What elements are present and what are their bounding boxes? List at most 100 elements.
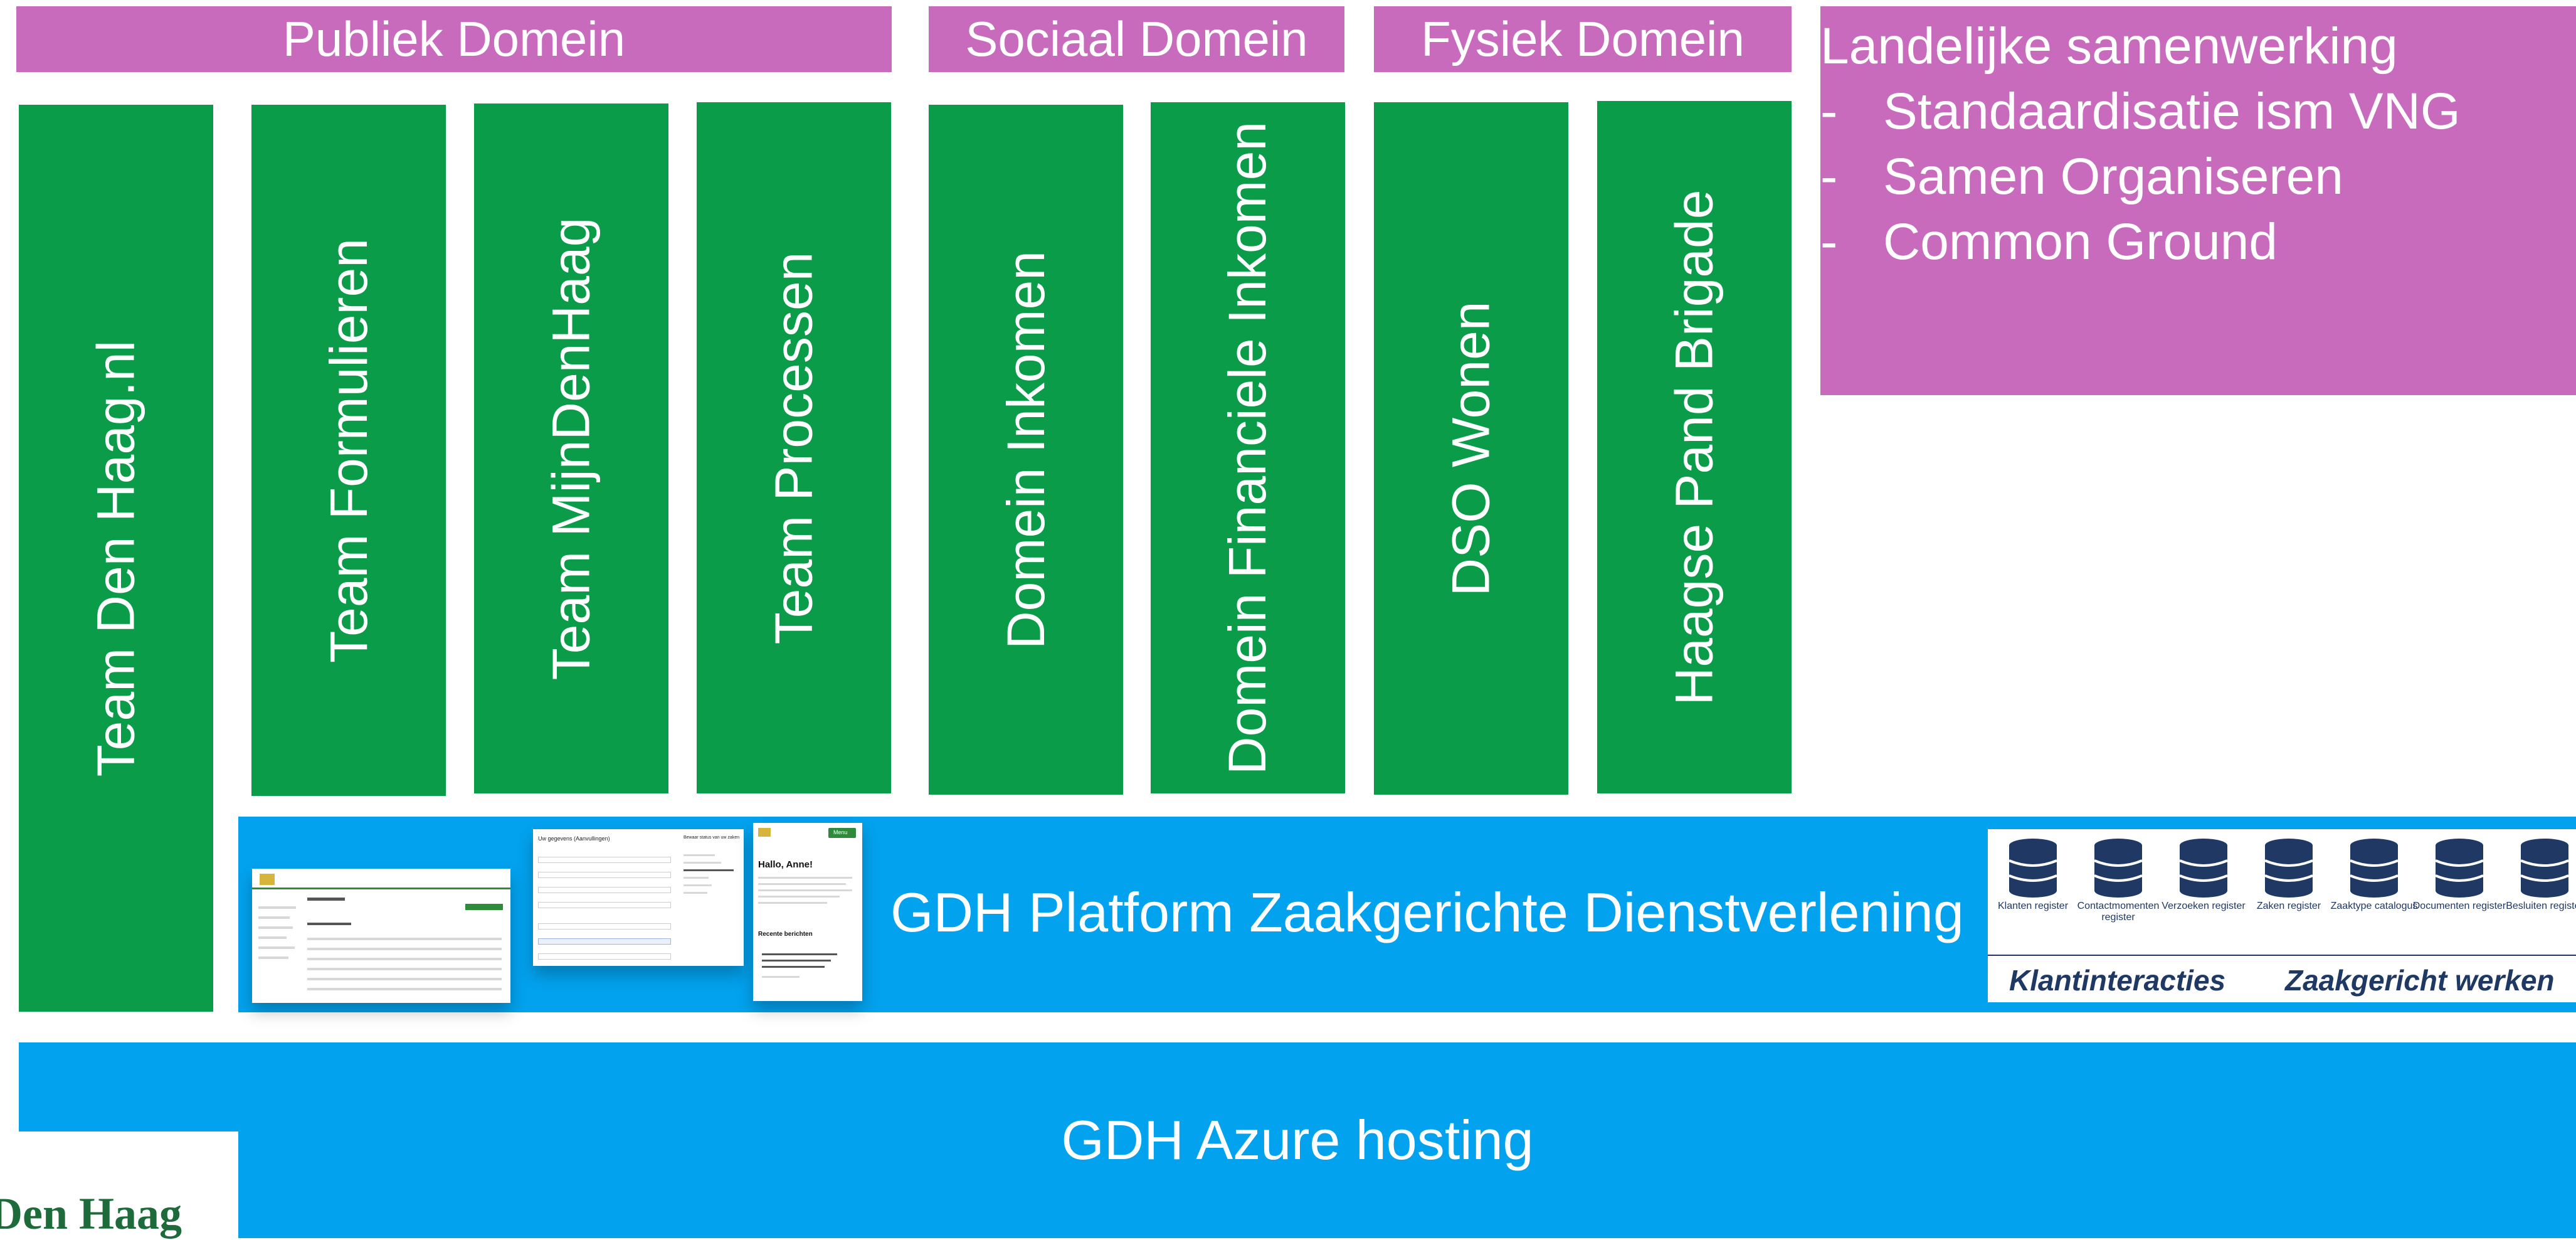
mini-side-item (684, 869, 734, 871)
mini-text-line (758, 902, 827, 904)
mini-message-line (762, 960, 831, 962)
register-label: Zaken register (2256, 901, 2321, 911)
team-column-label: Haagse Pand Brigade (1664, 189, 1724, 705)
team-column-label: Team Den Haag.nl (86, 340, 145, 776)
register-divider (1988, 955, 2576, 956)
team-column-label: Team Processen (764, 252, 823, 644)
mini-sidebar-line (258, 946, 295, 949)
platform-screenshot-dashboard (252, 869, 510, 1003)
mini-table-row (307, 968, 502, 970)
registers-panel: Klanten register Contactmomenten register… (1988, 829, 2576, 1002)
mini-text-line (758, 896, 840, 898)
mini-form-field (538, 902, 671, 908)
mini-table-row (307, 938, 502, 940)
team-column-processen: Team Processen (697, 102, 891, 793)
database-icon (2008, 838, 2058, 898)
database-icon (2520, 838, 2570, 898)
mini-sidebar-line (258, 906, 296, 909)
list-item-label: Samen Organiseren (1883, 148, 2343, 205)
domain-header-fysiek-label: Fysiek Domein (1421, 11, 1745, 66)
mini-menu-button (828, 828, 856, 838)
mini-title-line (307, 898, 345, 901)
mini-message-line (762, 976, 800, 978)
list-item: -Common Ground (1820, 209, 2576, 275)
mini-text-line (758, 889, 852, 891)
platform-label: GDH Platform Zaakgerichte Dienstverlenin… (890, 881, 1964, 943)
mini-message-line (762, 966, 825, 968)
bullet-dash: - (1820, 148, 1838, 205)
team-column-domein-inkomen: Domein Inkomen (929, 105, 1123, 795)
mini-form-field (538, 938, 671, 945)
mini-table-row (307, 988, 502, 990)
mini-logo-icon (260, 874, 275, 885)
mini-logo-icon (758, 828, 771, 837)
mini-sidebar-line (258, 936, 287, 939)
mini-new-button (465, 904, 503, 910)
mini-form-title: Uw gegevens (Aanvullingen) (538, 835, 610, 842)
landelijke-samenwerking-list: -Standaardisatie ism VNG -Samen Organise… (1820, 79, 2576, 275)
mini-form-field (538, 857, 671, 863)
database-icon (2349, 838, 2399, 898)
mini-text-line (758, 877, 852, 879)
logo-background (0, 1131, 238, 1238)
register-group-klantinteracties: Klantinteracties (2009, 964, 2226, 997)
den-haag-logo: Den Haag (0, 1189, 182, 1239)
mini-sidebar-line (258, 956, 288, 959)
register-label: Zaaktype catalogus (2330, 901, 2418, 911)
team-column-label: Team Formulieren (319, 238, 378, 663)
register-label: Besluiten register (2506, 901, 2576, 911)
team-column-label: Team MijnDenHaag (541, 217, 601, 680)
register-group-zaakgericht-werken: Zaakgericht werken (2285, 964, 2555, 997)
mini-recent-title: Recente berichten (758, 931, 813, 938)
landelijke-samenwerking-title: Landelijke samenwerking (1820, 18, 2398, 75)
team-column-label: Domein Inkomen (996, 250, 1055, 649)
mini-message-line (762, 953, 837, 955)
domain-header-publiek: Publiek Domein (16, 6, 892, 72)
mini-menu-label: Menu (833, 829, 848, 835)
register-label: Klanten register (1997, 901, 2069, 911)
list-item: -Standaardisatie ism VNG (1820, 79, 2576, 144)
mini-side-item (684, 877, 709, 879)
mini-topbar (252, 888, 510, 889)
list-item-label: Standaardisatie ism VNG (1883, 83, 2461, 140)
mini-form-field (538, 953, 671, 960)
team-column-formulieren: Team Formulieren (251, 105, 446, 796)
database-icon (2434, 838, 2484, 898)
register-label: Verzoeken register (2162, 901, 2246, 911)
domain-header-sociaal: Sociaal Domein (929, 6, 1344, 72)
mini-form-field (538, 872, 671, 878)
domain-header-fysiek: Fysiek Domein (1374, 6, 1792, 72)
team-column-domein-financiele-inkomen: Domein Financiele Inkomen (1151, 102, 1345, 793)
mini-table-row (307, 978, 502, 980)
azure-hosting-label: GDH Azure hosting (1061, 1109, 1534, 1171)
mini-form-field (538, 887, 671, 893)
mini-side-item (684, 892, 707, 894)
mini-heading-line (307, 923, 351, 925)
list-item-label: Common Ground (1883, 213, 2278, 270)
team-column-mijndenhaag: Team MijnDenHaag (474, 103, 668, 793)
mini-side-item (684, 884, 712, 886)
domain-header-sociaal-label: Sociaal Domein (965, 11, 1308, 66)
register-label: Contactmomenten register (2077, 901, 2160, 923)
platform-screenshot-form: Uw gegevens (Aanvullingen) Bewaar status… (533, 829, 744, 966)
database-icon (2093, 838, 2143, 898)
mini-side-item (684, 862, 721, 864)
team-column-label: Domein Financiele Inkomen (1218, 121, 1277, 775)
mini-table-row (307, 948, 502, 950)
register-label: Documenten register (2412, 901, 2506, 911)
bullet-dash: - (1820, 83, 1838, 140)
mini-text-line (758, 883, 846, 885)
database-icon (2264, 838, 2314, 898)
mini-sidebar-line (258, 916, 290, 919)
mini-form-side-title: Bewaar status van uw zaken (684, 835, 740, 840)
mini-form-field (538, 923, 671, 930)
platform-screenshot-mobile: Menu Hallo, Anne! Recente berichten (753, 823, 862, 1001)
team-column-den-haag-nl: Team Den Haag.nl (19, 105, 213, 1012)
mini-sidebar-line (258, 926, 293, 929)
list-item: -Samen Organiseren (1820, 144, 2576, 209)
landelijke-samenwerking-box: Landelijke samenwerking -Standaardisatie… (1820, 6, 2576, 395)
team-column-haagse-pand-brigade: Haagse Pand Brigade (1597, 101, 1792, 793)
mini-side-item (684, 854, 715, 856)
azure-hosting-bar: GDH Azure hosting (19, 1042, 2576, 1238)
bullet-dash: - (1820, 213, 1838, 270)
